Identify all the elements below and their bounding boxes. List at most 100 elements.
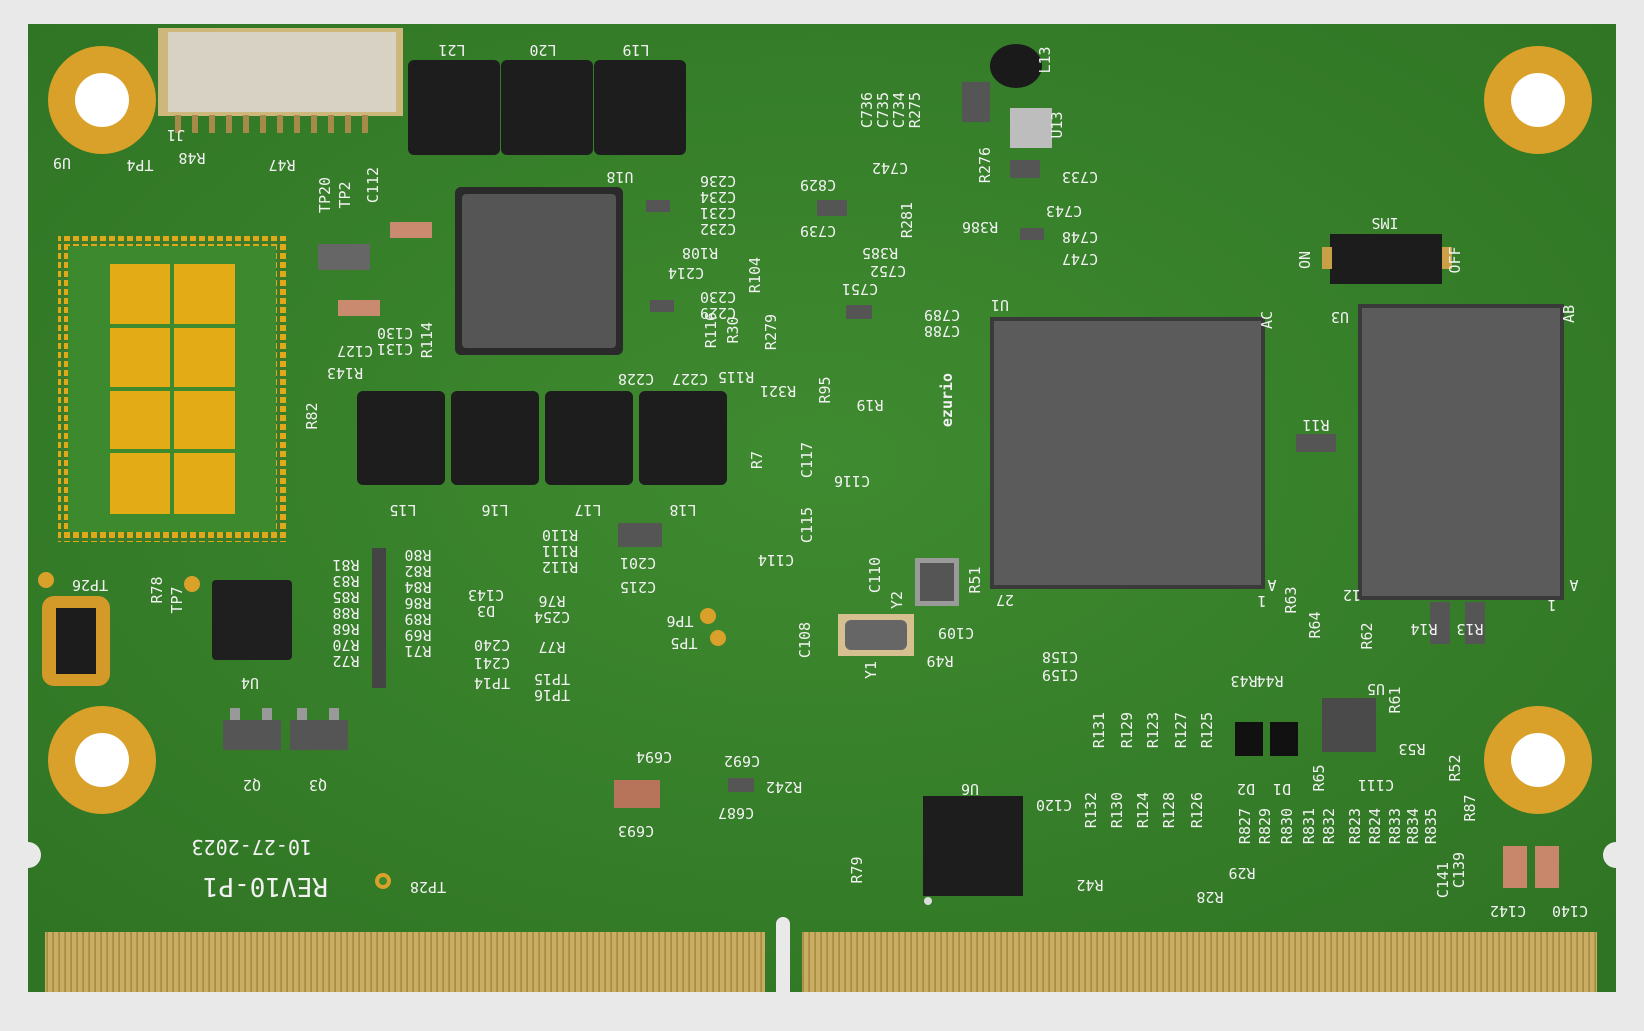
silk-label-c141: C141	[1434, 862, 1452, 898]
silk-label-r114: R114	[418, 322, 436, 358]
silk-label-r77: R77	[538, 638, 565, 656]
test-point-tp7	[184, 576, 200, 592]
silk-label-tp28: TP28	[410, 878, 446, 896]
inductor-l17	[545, 391, 633, 485]
silk-label-r84: R84	[404, 578, 431, 596]
silk-label-on: ON	[1296, 251, 1314, 269]
silk-label-d3: D3	[477, 602, 495, 620]
capacitor-c140	[1535, 846, 1559, 888]
silk-label-c788: C788	[924, 322, 960, 340]
silk-label-u13: U13	[1048, 111, 1066, 138]
mounting-hole-bottom-left	[48, 706, 156, 814]
silk-label-j1: J1	[167, 126, 185, 144]
silk-label-c117: C117	[798, 442, 816, 478]
silk-label-n12: 12	[1343, 586, 1361, 604]
test-point-tp26	[38, 572, 54, 588]
silk-label-c228: C228	[618, 370, 654, 388]
silk-label-c229: C229	[700, 304, 736, 322]
silk-label-r87: R87	[1461, 794, 1479, 821]
mounting-hole-top-right	[1484, 46, 1592, 154]
silk-label-c829: C829	[800, 176, 836, 194]
silk-label-r831: R831	[1300, 808, 1318, 844]
silk-label-r88: R88	[332, 604, 359, 622]
ic-u18	[455, 187, 623, 355]
silk-label-c214: C214	[668, 264, 704, 282]
silk-label-r64: R64	[1306, 611, 1324, 638]
silk-label-u4: U4	[241, 674, 259, 692]
silk-label-r89: R89	[404, 610, 431, 628]
j1-connector	[158, 28, 403, 133]
silk-label-r82b: R82	[404, 562, 431, 580]
silk-label-c241: C241	[474, 654, 510, 672]
silk-label-d1: D1	[1273, 780, 1291, 798]
silk-label-c736: C736	[858, 92, 876, 128]
silk-label-r19: R19	[856, 396, 883, 414]
silk-label-r127: R127	[1172, 712, 1190, 748]
inductor-l16	[451, 391, 539, 485]
silk-label-d2: D2	[1237, 780, 1255, 798]
pcb-outline	[28, 24, 1616, 992]
silk-label-r104: R104	[746, 257, 764, 293]
silk-label-r85: R85	[332, 588, 359, 606]
silk-label-r276: R276	[976, 147, 994, 183]
silk-label-u5: U5	[1367, 680, 1385, 698]
silk-label-r71: R71	[404, 642, 431, 660]
silk-label-tp16: TP16	[534, 686, 570, 704]
silk-label-r128: R128	[1160, 792, 1178, 828]
edge-connector-left	[45, 932, 765, 992]
silk-label-r76: R76	[538, 592, 565, 610]
test-point-tp28	[375, 873, 391, 889]
mounting-hole-bottom-right	[1484, 706, 1592, 814]
silk-label-r82: R82	[303, 402, 321, 429]
silk-label-r28: R28	[1196, 888, 1223, 906]
silk-label-r7: R7	[748, 451, 766, 469]
inductor-l20	[501, 60, 593, 155]
silk-label-r129: R129	[1118, 712, 1136, 748]
silk-label-r13: R13	[1456, 620, 1483, 638]
silk-label-c201: C201	[620, 554, 656, 572]
test-point-tp5	[710, 630, 726, 646]
silk-label-r81: R81	[332, 556, 359, 574]
silk-label-u9: U9	[53, 154, 71, 172]
silk-label-tp2: TP2	[336, 181, 354, 208]
silk-label-r110: R110	[542, 526, 578, 544]
silk-label-r86: R86	[404, 594, 431, 612]
silk-label-ac: AC	[1258, 311, 1276, 329]
silk-label-tp7: TP7	[168, 586, 186, 613]
ic-u5	[1322, 698, 1376, 752]
silk-label-c735: C735	[874, 92, 892, 128]
silk-label-tp14: TP14	[474, 674, 510, 692]
silk-label-r61: R61	[1386, 686, 1404, 713]
silk-label-c789: C789	[924, 306, 960, 324]
silk-label-c751: C751	[842, 280, 878, 298]
crystal-y1	[838, 614, 914, 656]
silk-label-q3: Q3	[309, 776, 327, 794]
silk-label-u6: U6	[961, 780, 979, 798]
silk-label-c112: C112	[364, 167, 382, 203]
silk-label-r42: R42	[1076, 876, 1103, 894]
silk-label-r823: R823	[1346, 808, 1364, 844]
silk-label-r11: R11	[1302, 416, 1329, 434]
silk-label-r62: R62	[1358, 622, 1376, 649]
silk-label-l17: L17	[574, 501, 601, 519]
capacitor-c142	[1503, 846, 1527, 888]
silk-label-n1b: 1	[1547, 596, 1556, 614]
revision-label: REV10-P1	[203, 871, 328, 901]
silk-label-r242: R242	[766, 778, 802, 796]
silk-label-n1: 1	[1257, 592, 1266, 610]
silk-label-r386: R386	[962, 218, 998, 236]
silk-label-c114: C114	[758, 551, 794, 569]
silk-label-tp4: TP4	[126, 156, 153, 174]
silk-label-l13: L13	[1036, 46, 1054, 73]
silk-label-r108: R108	[682, 244, 718, 262]
inductor-l15	[357, 391, 445, 485]
silk-label-ab: AB	[1560, 305, 1578, 323]
silk-label-r130: R130	[1108, 792, 1126, 828]
silk-label-c110: C110	[866, 557, 884, 593]
silk-label-c752: C752	[870, 262, 906, 280]
silk-label-r65: R65	[1310, 764, 1328, 791]
silk-label-r30: R30	[724, 316, 742, 343]
silk-label-y2: Y2	[888, 591, 906, 609]
